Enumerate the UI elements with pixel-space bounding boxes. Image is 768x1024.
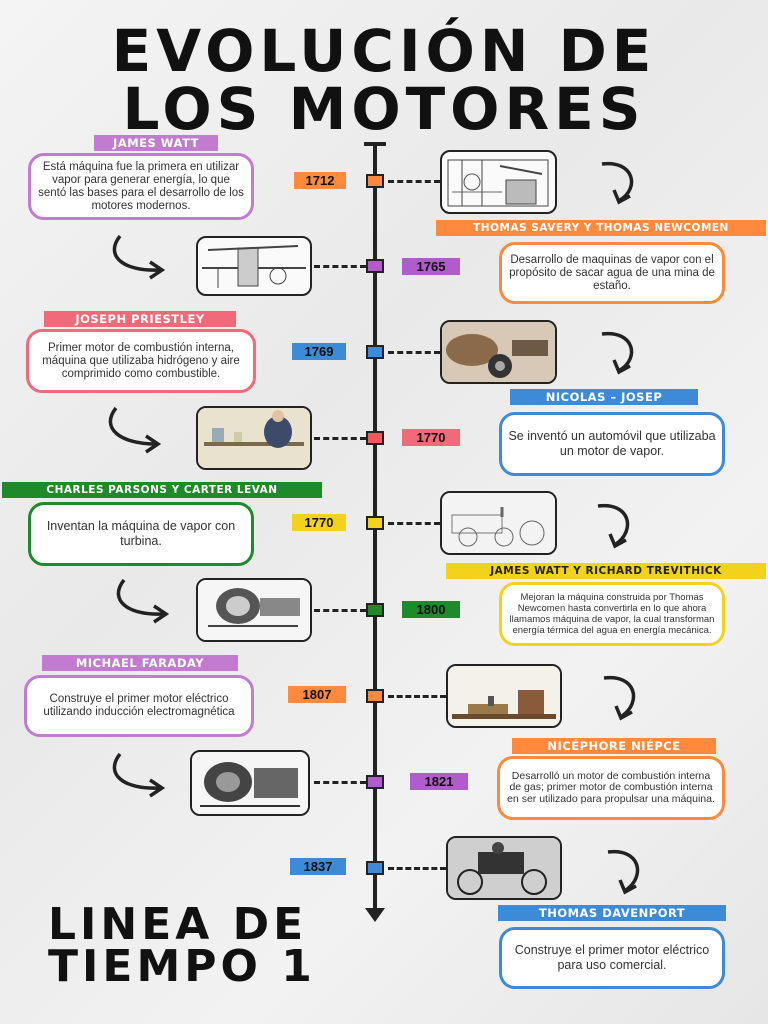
timeline-marker [366,861,384,875]
event-author-label: THOMAS DAVENPORT [498,905,726,921]
connector-dash [314,437,366,440]
event-description-box: Se inventó un automóvil que utilizaba un… [499,412,725,476]
connector-dash [388,695,446,698]
event-author-label: NICÉPHORE NIÉPCE [512,738,716,754]
timeline-arrow-head [365,908,385,922]
turbine-image [196,578,312,642]
event-description-box: Desarrollo de maquinas de vapor con el p… [499,242,725,304]
connector-dash [314,265,366,268]
event-author-label: JAMES WATT Y RICHARD TREVITHICK [446,563,766,579]
timeline-marker [366,689,384,703]
event-description-box: Construye el primer motor eléctrico util… [24,675,254,737]
curved-arrow-icon [108,406,162,454]
event-year-badge: 1712 [294,172,346,189]
laboratory-image [196,406,312,470]
pumping-engine-image [196,236,312,296]
electric-motor-image [190,750,310,816]
timeline-marker [366,603,384,617]
locomotive-sketch-image [440,491,557,555]
footer-title-line-1: LINEA DE [48,899,308,950]
page-title-line-2: LOS MOTORES [122,75,646,143]
event-author-label: JOSEPH PRIESTLEY [44,311,236,327]
curved-arrow-icon [601,161,634,205]
curved-arrow-icon [116,578,170,624]
event-year-badge: 1770 [292,514,346,531]
event-description-box: Construye el primer motor eléctrico para… [499,927,725,989]
curved-arrow-icon [112,234,166,280]
event-year-badge: 1765 [402,258,460,275]
connector-dash [388,351,440,354]
event-year-badge: 1800 [402,601,460,618]
event-author-label: JAMES WATT [94,135,218,151]
connector-dash [314,609,366,612]
event-author-label: THOMAS SAVERY Y THOMAS NEWCOMEN [436,220,766,236]
event-year-badge: 1770 [402,429,460,446]
event-description-box: Inventan la máquina de vapor con turbina… [28,502,254,566]
event-year-badge: 1769 [292,343,346,360]
timeline-marker [366,345,384,359]
event-description-box: Mejoran la máquina construida por Thomas… [499,582,725,646]
connector-dash [388,180,440,183]
timeline-marker [366,775,384,789]
event-year-badge: 1837 [290,858,346,875]
timeline-marker [366,174,384,188]
event-author-label: NICOLAS – JOSEP [510,389,698,405]
event-description-box: Está máquina fue la primera en utilizar … [28,153,254,220]
curved-arrow-icon [603,675,636,721]
connector-dash [388,522,440,525]
connector-dash [314,781,366,784]
event-author-label: MICHAEL FARADAY [42,655,238,671]
timeline-marker [366,431,384,445]
connector-dash [388,867,446,870]
event-year-badge: 1807 [288,686,346,703]
page-title-line-1: EVOLUCIÓN DE [111,17,657,85]
event-description-box: Desarrolló un motor de combustión intern… [497,756,725,820]
event-year-badge: 1821 [410,773,468,790]
curved-arrow-icon [597,503,630,549]
steam-car-image [440,320,557,384]
steam-engine-image [440,150,557,214]
niepce-engine-image [446,664,562,728]
curved-arrow-icon [601,331,634,375]
carriage-image [446,836,562,900]
event-description-box: Primer motor de combustión interna, máqu… [26,329,256,393]
curved-arrow-icon [112,752,166,798]
timeline-marker [366,516,384,530]
footer-title-line-2: TIEMPO 1 [48,941,316,992]
curved-arrow-icon [607,849,640,895]
event-author-label: CHARLES PARSONS Y CARTER LEVAN [2,482,322,498]
timeline-marker [366,259,384,273]
